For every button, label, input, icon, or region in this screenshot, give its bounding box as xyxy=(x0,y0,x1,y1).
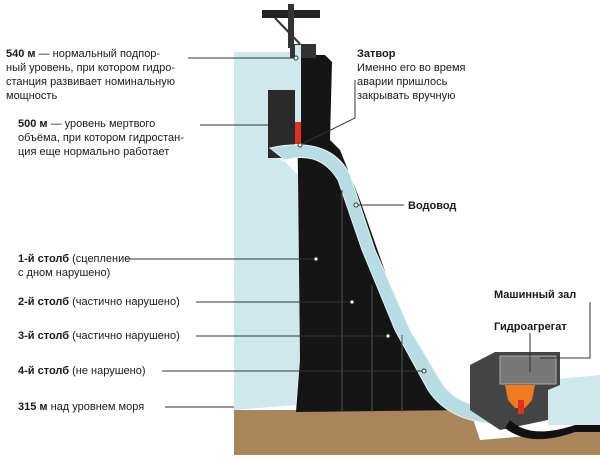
leader-dots xyxy=(293,55,427,374)
level-315-text: над уровнем моря xyxy=(47,401,145,413)
gate-text3: закрывать вручную xyxy=(357,90,456,102)
dot-col4 xyxy=(421,368,427,374)
label-column-2: 2-й столб (частично нарушено) xyxy=(18,295,180,309)
dot-conduit xyxy=(353,202,359,208)
label-machine-hall: Машинный зал xyxy=(494,288,576,302)
level-540-text2: ный уровень, при котором гидро- xyxy=(6,62,175,74)
intake-structure xyxy=(268,90,300,158)
conduit-title: Водовод xyxy=(408,200,457,212)
level-500-text1: — уровень мертвого xyxy=(47,118,156,130)
dot-col3 xyxy=(385,333,391,339)
column-1-text2: с дном нарушено) xyxy=(18,267,111,279)
level-500-text3: ция еще нормально работает xyxy=(18,146,170,158)
gate-shaft xyxy=(295,45,301,145)
crane-mast xyxy=(288,4,294,48)
hydro-unit xyxy=(505,385,535,408)
level-315-value: 315 м xyxy=(18,401,48,413)
leader-gate xyxy=(299,80,356,146)
label-level-315: 315 м над уровнем моря xyxy=(18,400,144,414)
crane-line xyxy=(274,17,301,45)
column-3-text: (частично нарушено) xyxy=(69,330,180,342)
column-4-name: 4-й столб xyxy=(18,365,70,377)
column-1-text1: (сцепление xyxy=(69,253,131,265)
level-500-text2: объёма, при котором гидростан- xyxy=(18,132,184,144)
column-2-name: 2-й столб xyxy=(18,296,70,308)
dot-col2 xyxy=(349,299,355,305)
column-1-name: 1-й столб xyxy=(18,253,70,265)
hydro-unit-title: Гидроагрегат xyxy=(494,321,567,333)
machine-hall-title: Машинный зал xyxy=(494,289,577,301)
level-540-text3: станция развивает номинальную xyxy=(6,76,175,88)
leader-machine-hall xyxy=(540,302,591,359)
level-540-text4: мощность xyxy=(6,90,58,102)
label-column-1: 1-й столб (сцепление с дном нарушено) xyxy=(18,252,130,280)
column-3-name: 3-й столб xyxy=(18,330,70,342)
label-hydro-unit: Гидроагрегат xyxy=(494,320,567,334)
label-level-500: 500 м — уровень мертвого объёма, при кот… xyxy=(18,117,184,159)
label-conduit: Водовод xyxy=(408,199,456,213)
dot-gate xyxy=(297,142,303,148)
level-540-value: 540 м xyxy=(6,48,36,60)
leader-lines xyxy=(126,57,591,408)
column-2-text: (частично нарушено) xyxy=(69,296,180,308)
gate-text2: аварии пришлось xyxy=(357,76,448,88)
outflow-channel xyxy=(505,420,600,440)
level-540-text1: — нормальный подпор- xyxy=(35,48,161,60)
dot-540 xyxy=(293,55,299,61)
gate-text1: Именно его во время xyxy=(357,62,466,74)
label-column-3: 3-й столб (частично нарушено) xyxy=(18,329,180,343)
tailwater xyxy=(548,375,600,425)
riverbed-ground xyxy=(234,410,600,455)
reservoir-water xyxy=(234,52,300,410)
hydro-unit-shaft xyxy=(518,400,524,414)
label-level-540: 540 м — нормальный подпор- ный уровень, … xyxy=(6,47,175,103)
level-500-value: 500 м xyxy=(18,118,48,130)
label-column-4: 4-й столб (не нарушено) xyxy=(18,364,146,378)
column-4-text: (не нарушено) xyxy=(69,365,146,377)
gate xyxy=(295,122,301,144)
dam-body xyxy=(296,55,470,412)
label-gate: Затвор Именно его во время аварии пришло… xyxy=(357,47,465,103)
gate-title: Затвор xyxy=(357,48,396,60)
dot-col1 xyxy=(313,256,319,262)
generator-housing xyxy=(499,355,557,385)
